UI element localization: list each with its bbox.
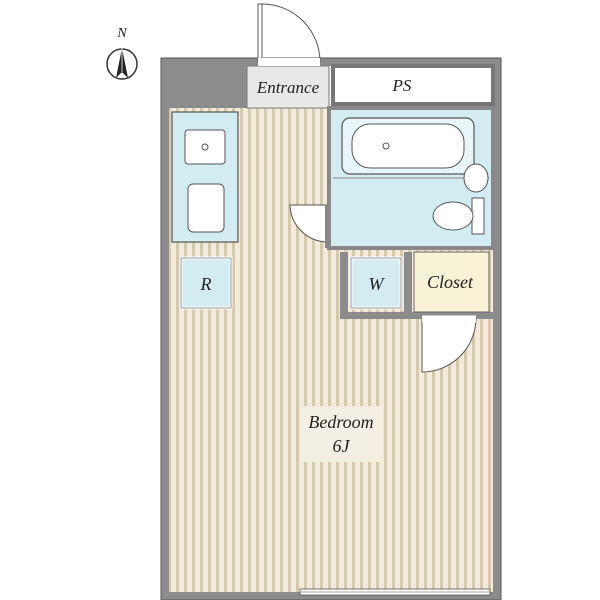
closet <box>413 251 490 313</box>
refrigerator-label: R <box>200 274 212 294</box>
partition-wall <box>340 252 348 318</box>
bathtub-icon <box>341 117 475 175</box>
closet-door <box>421 315 477 373</box>
washbasin-icon <box>463 163 489 193</box>
washer-label: W <box>369 274 386 294</box>
toilet-icon <box>432 197 485 235</box>
ps-room <box>331 64 495 106</box>
bathroom-door <box>289 204 329 248</box>
bedroom-label: Bedroom <box>308 412 373 432</box>
outer-wall <box>161 58 501 600</box>
closet-label: Closet <box>427 272 474 292</box>
wall-block <box>169 66 247 110</box>
bedroom-size: 6J <box>333 436 351 456</box>
bedroom-label-bg <box>300 406 382 462</box>
entrance-label: Entrance <box>256 78 320 97</box>
stove-icon <box>187 183 225 233</box>
ps-label: PS <box>392 76 412 95</box>
north-arrow-icon: N <box>106 26 138 80</box>
north-label: N <box>116 26 127 41</box>
entrance-door <box>257 3 321 66</box>
sink-icon <box>184 129 226 165</box>
